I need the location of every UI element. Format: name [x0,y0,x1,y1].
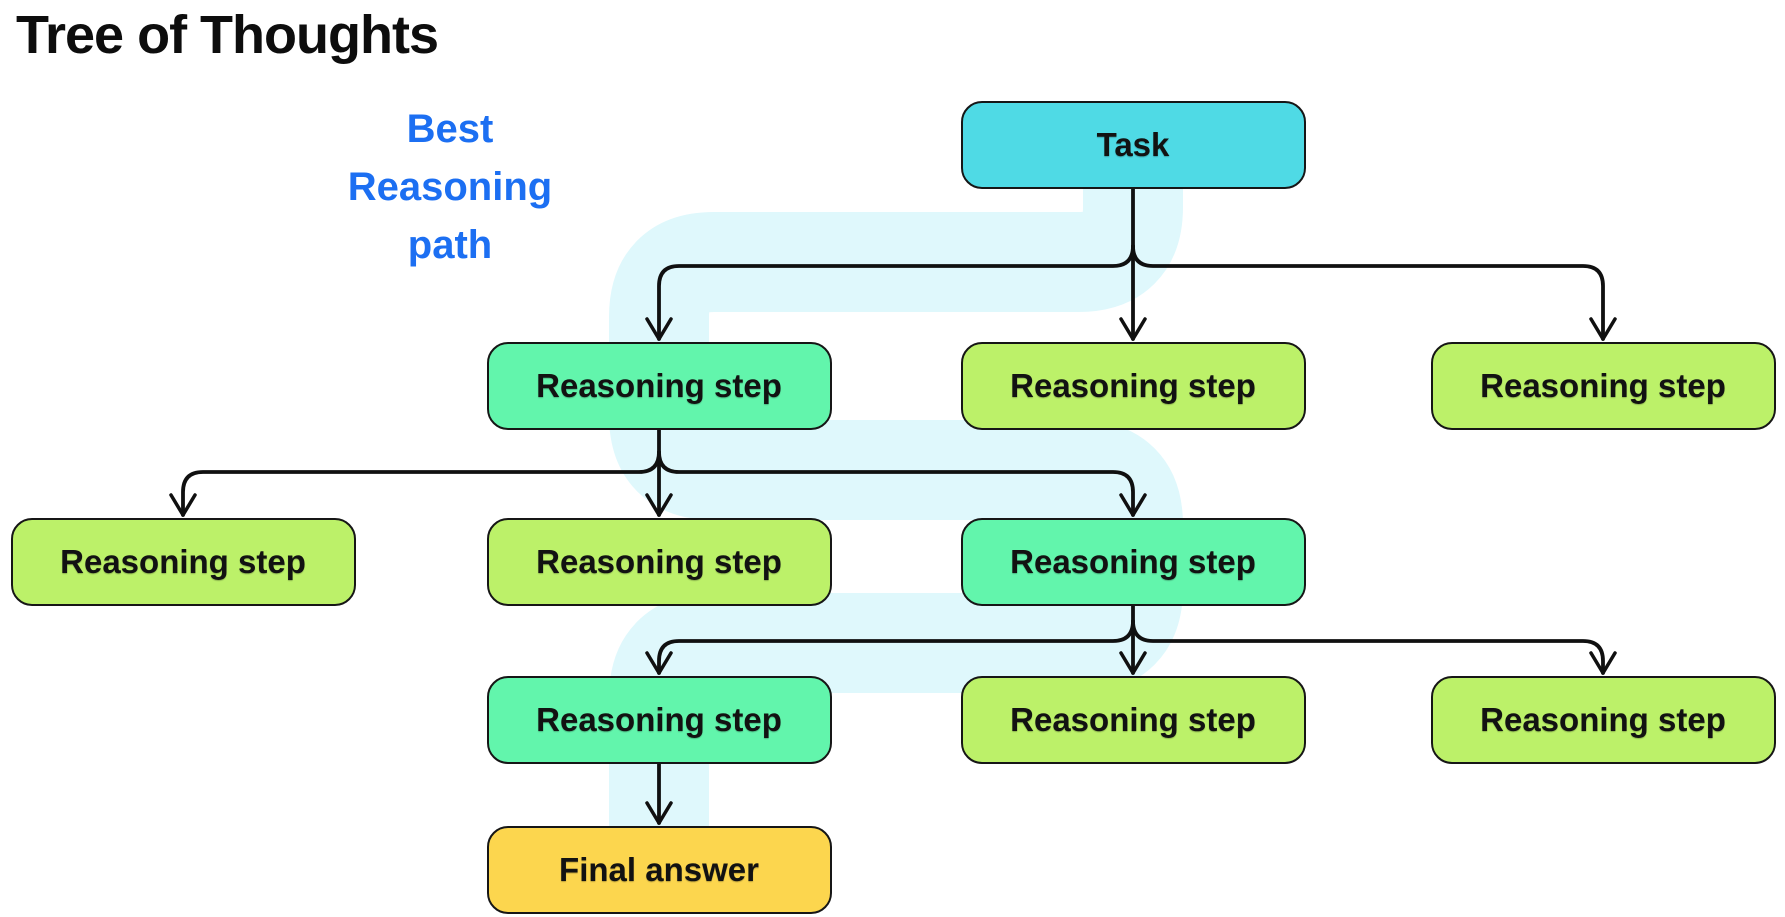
arrowhead [1119,493,1147,517]
arrowhead [1119,651,1147,675]
arrowhead [645,493,673,517]
annotation-line-3: path [407,223,493,267]
connector-line [657,619,1135,675]
node-task: Task [960,101,1306,189]
connector-line [1131,244,1605,341]
arrowhead [645,317,673,341]
node-r3b2: Reasoning step [486,518,832,606]
annotation-line-2: Reasoning [347,165,553,209]
annotation-line-1: Best [406,107,494,151]
node-r4b1: Reasoning step [486,676,832,764]
node-r2b1: Reasoning step [486,342,832,430]
node-r2b2: Reasoning step [960,342,1306,430]
connector-line [1131,619,1605,675]
node-r2b3: Reasoning step [1430,342,1776,430]
connector-line [181,450,661,517]
arrowhead [645,801,673,825]
node-r4b3: Reasoning step [1430,676,1776,764]
best-path-highlight [609,150,1183,880]
arrowhead [169,493,197,517]
page-title: Tree of Thoughts [16,5,439,65]
node-r3b3: Reasoning step [960,518,1306,606]
arrowhead [1589,317,1617,341]
arrowhead [1589,651,1617,675]
connector-line [657,244,1135,341]
node-final: Final answer [486,826,832,914]
connector-line [657,450,1135,517]
node-r3b1: Reasoning step [10,518,356,606]
arrowhead [1119,317,1147,341]
best-reasoning-path-label: Best Reasoning path [280,100,620,274]
node-r4b2: Reasoning step [960,676,1306,764]
arrowhead [645,651,673,675]
